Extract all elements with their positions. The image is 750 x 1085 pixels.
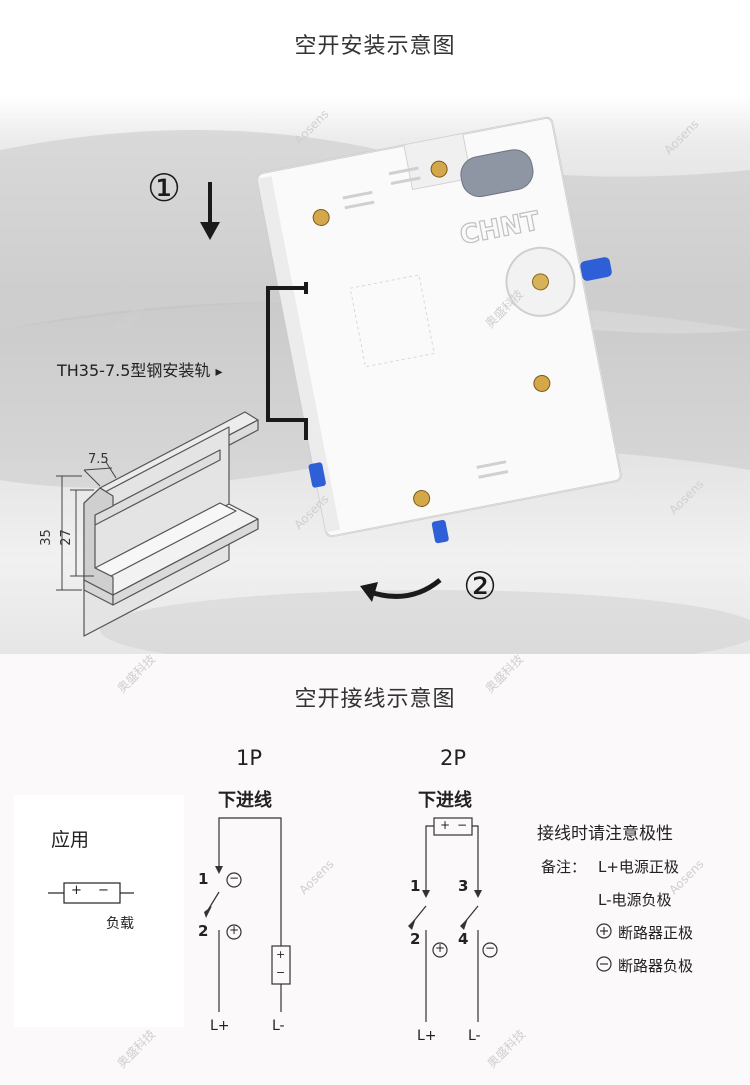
load-plus: + xyxy=(71,883,82,898)
p2-subtitle: 下进线 xyxy=(418,790,472,811)
p1-plus-sign: + xyxy=(229,923,240,937)
application-label: 应用 xyxy=(51,829,90,851)
step1-arrow xyxy=(200,182,220,240)
breaker-window xyxy=(460,149,534,198)
load-minus: − xyxy=(98,883,109,898)
p1-title: 1P xyxy=(236,746,263,770)
rail-label: TH35-7.5型钢安装轨 ▸ xyxy=(57,357,223,381)
circuit-breaker-illustration: CHNT xyxy=(256,116,622,544)
rail-label-arrow: ▸ xyxy=(215,364,223,380)
install-photo-area: 7.5 35 27 CHNT xyxy=(0,0,750,654)
step1-label: ① xyxy=(147,166,182,210)
load-symbol xyxy=(48,882,134,904)
p2-source-minus: − xyxy=(457,818,468,832)
p1-l-plus: L+ xyxy=(210,1018,230,1034)
rail-profile-bracket xyxy=(266,282,308,440)
notes-line1: L+电源正极 xyxy=(598,858,679,876)
minus-circle-icon xyxy=(596,956,612,972)
notes-line2: L-电源负极 xyxy=(598,891,672,909)
notes-line3: 断路器正极 xyxy=(618,924,694,942)
p2-terminal-2: 2 xyxy=(410,930,421,948)
p2-l-plus: L+ xyxy=(417,1028,437,1044)
plus-circle-icon xyxy=(596,923,612,939)
notes-line4: 断路器负极 xyxy=(618,957,694,975)
p1-source-plus: + xyxy=(276,948,286,961)
p2-terminal-4: 4 xyxy=(458,930,469,948)
rail-label-text: TH35-7.5型钢安装轨 xyxy=(57,361,211,380)
p2-plus-sign: + xyxy=(435,941,446,955)
load-label: 负载 xyxy=(106,916,134,932)
notes-heading: 接线时请注意极性 xyxy=(537,824,673,844)
application-panel: 应用 + − 负载 xyxy=(14,795,184,1027)
p2-source-plus: + xyxy=(440,818,451,832)
p1-source-minus: − xyxy=(276,966,286,979)
p2-terminal-1: 1 xyxy=(410,877,421,895)
p2-l-minus: L- xyxy=(468,1028,481,1044)
p2-title: 2P xyxy=(440,746,467,770)
notes-prefix: 备注： xyxy=(541,858,587,876)
p1-l-minus: L- xyxy=(272,1018,285,1034)
p1-minus-sign: − xyxy=(229,871,240,885)
install-title: 空开安装示意图 xyxy=(294,34,456,59)
step2-label: ② xyxy=(463,564,498,608)
p1-subtitle: 下进线 xyxy=(218,790,272,811)
p2-terminal-3: 3 xyxy=(458,877,469,895)
p2-minus-sign: − xyxy=(485,941,496,955)
din-rail-illustration xyxy=(56,411,259,637)
step2-arrow xyxy=(360,578,442,602)
rail-dim-top: 7.5 xyxy=(88,452,109,467)
wiring-title: 空开接线示意图 xyxy=(294,687,456,712)
p1-terminal-2: 2 xyxy=(198,922,209,940)
p1-terminal-1: 1 xyxy=(198,870,209,888)
